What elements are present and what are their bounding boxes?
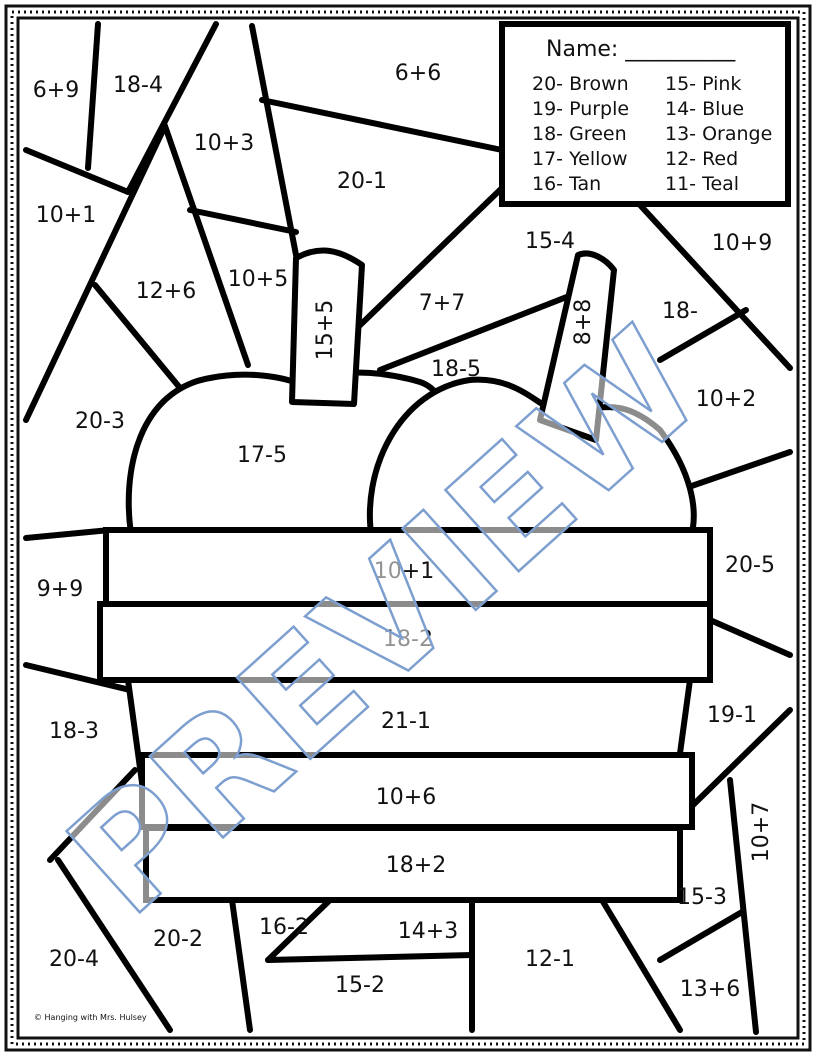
key-entry: 18- Green <box>532 123 627 145</box>
region-label: 20-1 <box>337 169 387 194</box>
region-label: 6+6 <box>395 61 441 86</box>
region-label: 12+6 <box>136 279 196 304</box>
copyright-text: © Hanging with Mrs. Hulsey <box>34 1013 147 1022</box>
key-entry: 13- Orange <box>665 123 772 145</box>
apple-stem-left <box>289 247 365 407</box>
basket-band-1 <box>103 527 713 609</box>
key-entry: 17- Yellow <box>532 148 628 170</box>
key-entry: 16- Tan <box>532 173 601 195</box>
basket-band-4 <box>143 825 683 903</box>
region-label: 20-3 <box>75 409 125 434</box>
region-label: 15-4 <box>525 229 575 254</box>
name-field[interactable]: Name: __________ <box>546 37 736 62</box>
apple-stem-right <box>537 250 617 443</box>
key-entry: 19- Purple <box>532 98 629 120</box>
region-label: 7+7 <box>419 291 465 316</box>
region-label: 8+8 <box>571 299 596 345</box>
region-label: 15-2 <box>335 973 385 998</box>
key-entry: 11- Teal <box>665 173 739 195</box>
region-label: 18-5 <box>431 357 481 382</box>
color-key: Name: __________ 20- Brown 15- Pink 19- … <box>499 21 791 207</box>
key-entry: 20- Brown <box>532 73 629 95</box>
region-label: 18-2 <box>383 627 433 652</box>
region-label: 15+5 <box>313 300 338 360</box>
region-label: 20-2 <box>153 927 203 952</box>
region-label: 21-1 <box>381 709 431 734</box>
region-lines <box>23 21 793 1035</box>
region-label: 20-4 <box>49 947 99 972</box>
region-label: 10+1 <box>36 203 96 228</box>
region-label: 10+6 <box>376 785 436 810</box>
basket-band-2 <box>97 601 713 683</box>
region-label: 9+9 <box>37 577 83 602</box>
basket <box>97 527 713 903</box>
region-label: 6+9 <box>33 78 79 103</box>
region-label: 20-5 <box>725 553 775 578</box>
key-entry: 12- Red <box>665 148 738 170</box>
region-label: 10+2 <box>696 387 756 412</box>
page-border <box>4 4 812 1052</box>
region-label: 19-1 <box>707 703 757 728</box>
region-label: 15-3 <box>677 885 727 910</box>
region-label: 14+3 <box>398 919 458 944</box>
region-label: 18-3 <box>49 719 99 744</box>
region-label: 10+3 <box>194 131 254 156</box>
region-label: 13+6 <box>680 977 740 1002</box>
region-label: 12-1 <box>525 947 575 972</box>
region-label: 18-4 <box>113 73 163 98</box>
region-label: 10+9 <box>712 231 772 256</box>
key-entry: 14- Blue <box>665 98 744 120</box>
region-label: 10+7 <box>749 802 774 862</box>
region-label: 10+5 <box>228 267 288 292</box>
region-label: 17-5 <box>237 443 287 468</box>
region-label: 18- <box>662 299 698 324</box>
region-label: 10+1 <box>374 559 434 584</box>
region-label: 18+2 <box>386 853 446 878</box>
key-entry: 15- Pink <box>665 73 741 95</box>
region-label: 16-2 <box>259 915 309 940</box>
region-labels: 6+9 18-4 6+6 10+3 20-1 10+1 12+6 10+5 15… <box>33 61 775 1002</box>
